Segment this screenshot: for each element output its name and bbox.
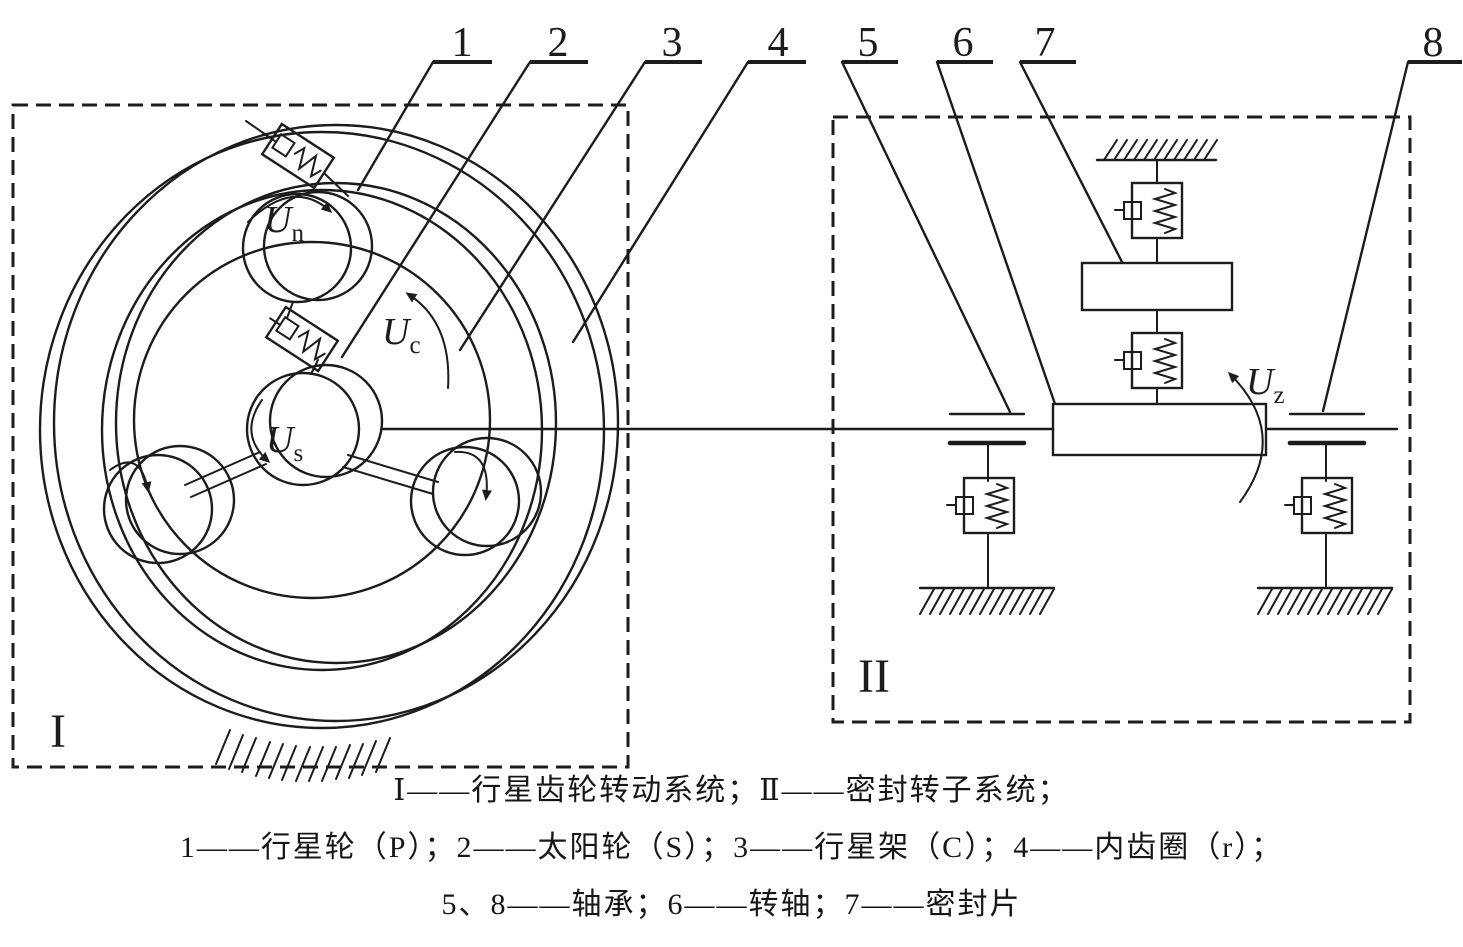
- callout-2: 2: [340, 20, 588, 359]
- spring-damper-planet-sun: [259, 301, 340, 375]
- carrier-arm-right: [342, 454, 439, 495]
- spring-damper-upper: [1113, 181, 1184, 240]
- callout-7-number: 7: [1035, 20, 1056, 66]
- spring-damper-lower-right: [1283, 476, 1354, 589]
- caption-line-parts-2: 5、8——轴承；6——转轴；7——密封片: [441, 888, 1022, 921]
- planet-gear-left: [102, 444, 236, 565]
- system-i-boundary: [11, 103, 630, 769]
- callout-6-leader: [935, 60, 1057, 406]
- callouts: 1 2 3 4 5 6 7: [340, 20, 1462, 414]
- callout-5-leader: [840, 60, 1012, 414]
- callout-2-leader: [340, 60, 532, 359]
- un-label: Un: [264, 199, 304, 247]
- planetary-gear-system: I Un Uc Us: [11, 103, 630, 782]
- spring-damper-ring-planet: [245, 119, 349, 197]
- top-ground-hatch: [1103, 139, 1218, 161]
- callout-4: 4: [571, 20, 806, 344]
- system-ii-boundary: [831, 115, 1412, 724]
- callout-6-number: 6: [953, 20, 974, 66]
- us-label: Us: [266, 419, 303, 467]
- uc-sub: c: [409, 332, 420, 359]
- rotor-shaft-block: [1051, 402, 1268, 457]
- uz-sub: z: [1273, 382, 1284, 409]
- callout-1: 1: [356, 20, 492, 192]
- callout-1-number: 1: [452, 20, 473, 66]
- callout-5-number: 5: [858, 20, 879, 66]
- uz-label: Uz: [1246, 361, 1285, 409]
- callout-7: 7: [1018, 20, 1124, 264]
- connector-line: [310, 359, 319, 375]
- callout-4-number: 4: [768, 20, 789, 66]
- top-ground: [1095, 139, 1218, 162]
- callout-8-number: 8: [1423, 20, 1444, 66]
- sun-gear: [245, 363, 384, 487]
- planet-left-front: [102, 453, 214, 565]
- uc-main: U: [382, 311, 412, 353]
- ring-gear-outer-back: [52, 123, 620, 723]
- ring-gear-inner-back: [114, 181, 558, 665]
- planet-top-back: [262, 190, 374, 302]
- callout-2-number: 2: [548, 20, 569, 66]
- rotor-rotation-arrow: [1227, 371, 1264, 503]
- bottom-ground-left-hatch: [919, 588, 1055, 615]
- system-i-label: I: [50, 705, 66, 758]
- bottom-ground-left: [918, 586, 1056, 615]
- uc-label: Uc: [382, 311, 421, 359]
- carrier-arms: [184, 451, 439, 498]
- un-sub: n: [291, 220, 304, 247]
- planet-left-back: [124, 444, 236, 556]
- callout-6: 6: [935, 20, 1057, 406]
- connector-line: [324, 173, 349, 197]
- bottom-ground-right-hatch: [1257, 588, 1393, 615]
- planet-top-front: [241, 192, 353, 304]
- callout-8-leader: [1321, 60, 1410, 413]
- figure-caption: Ⅰ——行星齿轮转动系统；Ⅱ——密封转子系统； 1——行星轮（P）；2——太阳轮（…: [0, 776, 1463, 947]
- spring-damper-lower-left: [945, 476, 1016, 589]
- bottom-ground-right: [1256, 586, 1394, 615]
- callout-5: 5: [840, 20, 1012, 414]
- planet-gear-right: [409, 436, 543, 557]
- planet-right-rotation-arrow: [454, 450, 492, 501]
- us-main: U: [266, 419, 296, 461]
- carrier-rotation-arrow: [405, 292, 450, 389]
- ring-ground-hatch: [215, 729, 391, 782]
- us-sub: s: [293, 440, 303, 467]
- planet-top-rotation-arrow: [247, 195, 333, 223]
- sun-rotation-arrow: [250, 399, 271, 464]
- planet-left-rotation-arrow: [109, 461, 152, 493]
- callout-4-leader: [571, 60, 750, 344]
- callout-1-leader: [356, 60, 435, 192]
- callout-8: 8: [1321, 20, 1462, 413]
- carrier-circle: [132, 240, 492, 600]
- carrier-arm-left: [184, 451, 267, 498]
- planet-right-front: [409, 445, 521, 557]
- seal-plate: [1080, 261, 1234, 312]
- sun-back: [268, 363, 384, 479]
- sun-front: [245, 371, 361, 487]
- planet-right-back: [431, 436, 543, 548]
- callout-3-number: 3: [662, 20, 683, 66]
- callout-3-leader: [458, 60, 647, 352]
- sealed-rotor-system: Uz II: [831, 115, 1412, 724]
- callout-3: 3: [458, 20, 702, 352]
- un-main: U: [264, 199, 294, 241]
- planet-gear-top: [241, 190, 374, 304]
- caption-line-parts-1: 1——行星轮（P）；2——太阳轮（S）；3——行星架（C）；4——内齿圈（r）；: [179, 831, 1284, 864]
- spring-damper-middle: [1113, 331, 1184, 390]
- bearing-right: [1287, 412, 1367, 482]
- uz-main: U: [1246, 361, 1276, 403]
- bearing-left: [947, 412, 1027, 482]
- callout-7-leader: [1018, 60, 1124, 264]
- caption-line-systems: Ⅰ——行星齿轮转动系统；Ⅱ——密封转子系统；: [393, 774, 1070, 807]
- ring-gear: [38, 123, 620, 730]
- system-ii-label: II: [858, 650, 890, 703]
